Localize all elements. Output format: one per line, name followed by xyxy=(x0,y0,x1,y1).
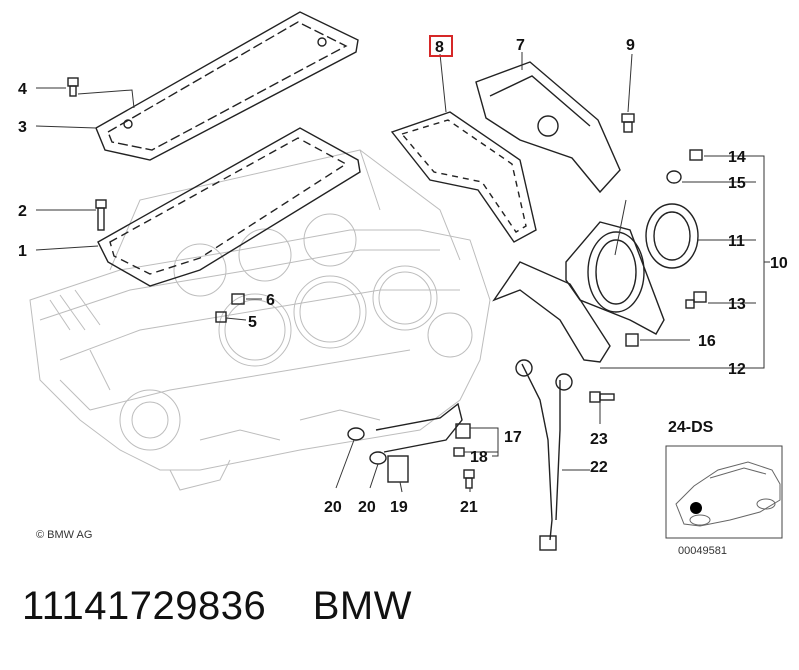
copyright-text: © BMW AG xyxy=(36,529,92,541)
seal-ring-part-11 xyxy=(645,203,699,269)
banjo-bolt-part-19 xyxy=(387,455,409,483)
callout-20-right: 20 xyxy=(358,499,376,516)
engine-location-marker xyxy=(690,502,702,514)
bolt-part-14 xyxy=(689,149,703,161)
callout-7: 7 xyxy=(516,37,525,54)
knock-sensor-part-22 xyxy=(515,359,573,551)
callout-10: 10 xyxy=(770,255,788,272)
exploded-parts-diagram: 4 3 2 1 6 5 8 7 9 14 15 11 10 13 16 12 1… xyxy=(18,11,788,557)
sleeve-part-16 xyxy=(625,333,639,347)
car-outline-icon xyxy=(675,461,781,527)
bolt-part-4 xyxy=(67,77,79,97)
callout-16: 16 xyxy=(698,333,716,350)
inset-car-locator: 24-DS 00049581 xyxy=(665,419,783,557)
footer: 11141729836 BMW xyxy=(22,584,782,644)
callout-17: 17 xyxy=(504,429,522,446)
bolt-part-18 xyxy=(453,447,465,457)
callout-15: 15 xyxy=(728,175,746,192)
callout-6: 6 xyxy=(266,292,275,309)
seal-washers-part-20 xyxy=(347,427,387,465)
inset-frame xyxy=(665,445,783,539)
bolt-part-21 xyxy=(463,469,475,489)
callout-8: 8 xyxy=(435,39,444,56)
brand-name: BMW xyxy=(312,584,412,628)
inset-title: 24-DS xyxy=(668,419,714,436)
engine-block-outline xyxy=(29,149,491,491)
callout-3: 3 xyxy=(18,119,27,136)
callout-9: 9 xyxy=(626,37,635,54)
callout-4: 4 xyxy=(18,81,27,98)
callout-18: 18 xyxy=(470,449,488,466)
callout-1: 1 xyxy=(18,243,27,260)
cover-part-7 xyxy=(475,61,621,194)
sleeve-part-5 xyxy=(215,311,227,323)
inset-code: 00049581 xyxy=(678,545,727,557)
callout-23: 23 xyxy=(590,431,608,448)
gasket-part-3 xyxy=(95,11,359,161)
callout-20-left: 20 xyxy=(324,499,342,516)
callout-11: 11 xyxy=(728,233,745,250)
bolt-part-2 xyxy=(95,199,107,231)
sleeve-part-6 xyxy=(231,293,245,305)
gasket-part-8 xyxy=(390,111,537,243)
callout-21: 21 xyxy=(460,499,478,516)
callout-5: 5 xyxy=(248,314,257,331)
oil-line-part-17 xyxy=(375,402,471,453)
bolt-part-9 xyxy=(621,113,635,133)
seal-carrier-part-10 xyxy=(565,221,665,335)
gasket-part-1 xyxy=(97,127,361,287)
washer-part-15 xyxy=(666,170,682,184)
highlight-box xyxy=(429,35,453,57)
callout-22: 22 xyxy=(590,459,608,476)
callout-2: 2 xyxy=(18,203,27,220)
bolt-part-13 xyxy=(685,291,707,309)
callout-14: 14 xyxy=(728,149,746,166)
leader-lines xyxy=(35,52,770,493)
part-number: 11141729836 xyxy=(22,584,267,628)
callout-12: 12 xyxy=(728,361,746,378)
callout-13: 13 xyxy=(728,296,746,313)
callout-19: 19 xyxy=(390,499,408,516)
gasket-part-12 xyxy=(492,261,611,363)
bolt-part-23 xyxy=(589,391,615,403)
